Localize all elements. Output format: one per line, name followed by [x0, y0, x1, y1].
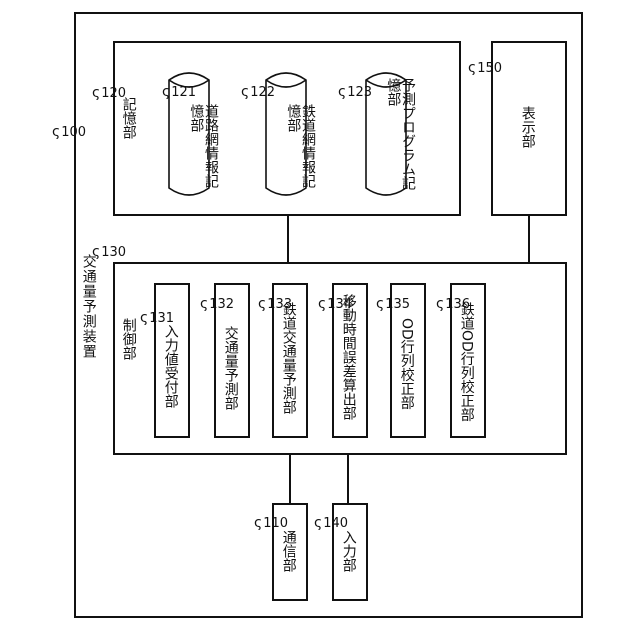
- od-matrix-calibrator-label: OD行列校正部: [399, 318, 414, 410]
- display-control-connector: [528, 216, 530, 262]
- railway-network-storage-label: 鉄道網情報記憶部: [283, 104, 315, 198]
- ref-150: ς150: [468, 60, 502, 76]
- railway-traffic-predictor-label: 鉄道交通量予測部: [281, 302, 296, 414]
- ref-123: ς123: [338, 84, 372, 100]
- travel-time-error-calculator-label: 移動時間誤差算出部: [341, 294, 356, 420]
- prediction-program-storage-label: 予測プログラム記憶部: [383, 78, 415, 196]
- traffic-volume-predictor-label: 交通量予測部: [223, 326, 238, 410]
- ref-132: ς132: [200, 296, 234, 312]
- control-label: 制御部: [121, 318, 136, 360]
- road-network-storage-label: 道路網情報記憶部: [186, 104, 218, 198]
- storage-label: 記憶部: [121, 97, 136, 139]
- control-input-connector: [347, 455, 349, 503]
- storage-control-connector: [287, 216, 289, 262]
- display-label: 表示部: [520, 106, 535, 148]
- ref-135: ς135: [376, 296, 410, 312]
- control-communication-connector: [289, 455, 291, 503]
- input-label: 入力部: [341, 530, 356, 572]
- railway-od-matrix-calibrator-label: 鉄道OD行列校正部: [459, 302, 474, 422]
- device-title: 交通量予測装置: [81, 254, 96, 359]
- communication-label: 通信部: [281, 530, 296, 572]
- ref-140: ς140: [314, 515, 348, 531]
- input-value-receiver-label: 入力値受付部: [163, 324, 178, 408]
- ref-122: ς122: [241, 84, 275, 100]
- ref-121: ς121: [162, 84, 196, 100]
- ref-100: ς100: [52, 124, 86, 140]
- ref-130: ς130: [92, 244, 126, 260]
- ref-110: ς110: [254, 515, 288, 531]
